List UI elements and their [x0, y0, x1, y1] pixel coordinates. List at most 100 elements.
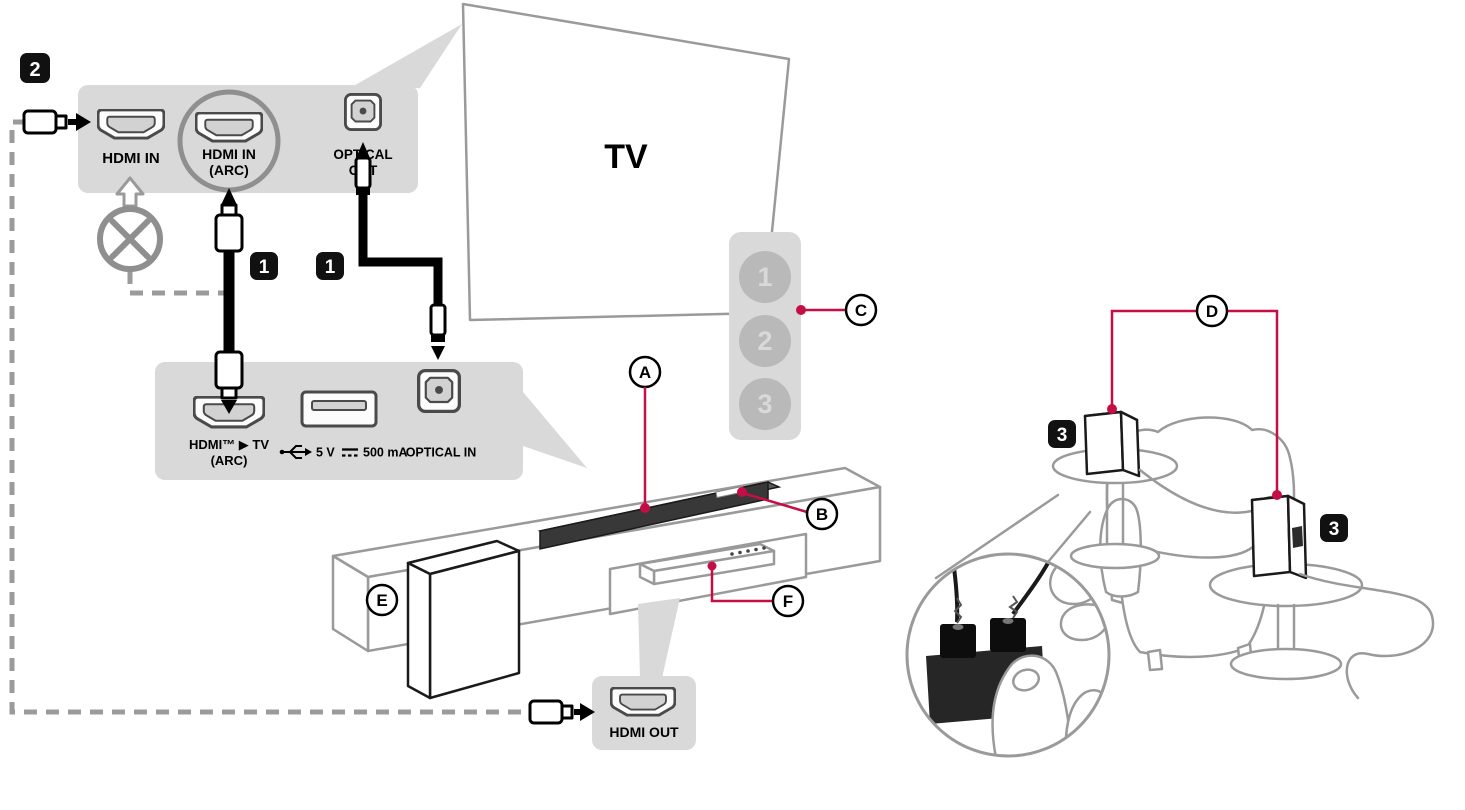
tv-button-2-number: 2	[757, 326, 772, 356]
callout-f-letter: F	[783, 592, 793, 611]
terminal-hole-left	[952, 624, 964, 630]
player-buttons	[730, 546, 766, 556]
speaker-wire-left	[948, 554, 960, 623]
optical-in-port-icon	[417, 369, 461, 413]
callout-b-dot	[737, 487, 747, 497]
callout-f-line	[710, 566, 772, 603]
magnifier-ring	[905, 552, 1111, 758]
side-table-right	[1208, 562, 1364, 681]
dashed-wrong-connection-cable	[127, 271, 224, 296]
callout-d-dot-left	[1107, 404, 1117, 414]
callout-c-letter: C	[855, 301, 867, 320]
step-3-badge	[1320, 514, 1348, 542]
arrow-right-icon	[76, 113, 91, 131]
optical-out-port-icon	[344, 93, 382, 131]
magnifier-cone-line	[1046, 510, 1092, 564]
arrow-up-icon	[356, 142, 370, 158]
callout-e-letter: E	[376, 591, 387, 610]
callout-f-group: F	[707, 561, 805, 618]
subwoofer-side	[406, 561, 432, 700]
usb-port-tongue	[311, 400, 367, 411]
tv-button-1	[739, 251, 791, 303]
arrow-right-icon	[580, 703, 595, 721]
usb-current-label: 500 mA	[363, 446, 407, 460]
step-1-badge-number: 1	[259, 257, 270, 278]
tv-button-2	[739, 315, 791, 367]
step-2-badge-number: 2	[29, 59, 40, 81]
hdmi-out-port-icon	[610, 687, 676, 717]
hdmi-in-label: HDMI IN	[102, 150, 160, 167]
step-2-badge	[20, 53, 50, 83]
player-side	[638, 562, 656, 586]
speaker-terminal-recess	[1292, 526, 1303, 548]
hdmi-plug-icon	[22, 109, 91, 135]
stand-side	[331, 554, 370, 653]
callout-d-line-left	[1110, 309, 1197, 405]
pinching-thumb	[1059, 603, 1109, 642]
dc-symbol-icon	[342, 448, 358, 457]
callout-d-letter: D	[1206, 302, 1218, 321]
hdmi-arc-tv-label-2: (ARC)	[211, 453, 248, 468]
hdmi-out-label: HDMI OUT	[609, 724, 679, 740]
bare-wire-twist-left	[953, 597, 963, 624]
tv-label: TV	[604, 138, 648, 176]
soundbar-panel-pointer	[523, 392, 587, 468]
fingernail	[1012, 668, 1040, 692]
hdmi-plug-icon	[528, 699, 595, 725]
speaker-side	[1119, 410, 1141, 478]
wrong-port-warning	[97, 176, 163, 272]
step-3-badge	[1048, 420, 1076, 448]
callout-d-group: D	[1107, 294, 1282, 500]
table-base	[1069, 542, 1161, 570]
callout-b-group: B	[737, 487, 839, 531]
step-1-badge	[250, 252, 278, 280]
dashed-hdmi-out-cable	[9, 119, 530, 715]
tv-button-1-number: 1	[757, 262, 772, 292]
speaker-front	[1083, 410, 1125, 476]
tv-rear-panel-pointer	[350, 24, 462, 88]
subwoofer-grille	[428, 549, 521, 700]
optical-cable: 1	[316, 142, 447, 360]
tv-rear-panel: HDMI IN HDMI IN (ARC) OPTICAL OUT	[78, 24, 462, 193]
step-2-connection: 2	[20, 53, 91, 135]
callout-d	[1195, 294, 1229, 328]
callout-f	[771, 584, 805, 618]
hdmi-in-arc-label-1: HDMI IN	[202, 146, 256, 162]
callout-b-letter: B	[816, 505, 828, 524]
chair-leg	[1146, 648, 1164, 672]
arrow-up-icon	[221, 188, 237, 205]
step-3-badge-number: 3	[1057, 425, 1068, 446]
hdmi-in-port-icon	[97, 109, 165, 140]
callout-a-letter: A	[639, 363, 651, 382]
hdmi-out-panel-pointer	[638, 598, 680, 678]
tv-side-buttons-panel: 1 2 3 C	[729, 232, 878, 440]
speaker-right: 3	[1250, 494, 1435, 700]
usb-trident-icon	[279, 445, 312, 459]
optical-plug-icon	[354, 156, 372, 190]
prohibition-icon	[97, 206, 163, 272]
callout-e	[365, 583, 399, 617]
subwoofer	[406, 539, 521, 700]
hdmi-arc-tv-label-1: HDMI™ ▶ TV	[189, 437, 269, 452]
terminal-hole-right	[1002, 618, 1014, 624]
arrow-down-icon	[431, 346, 445, 360]
tv-button-3	[739, 378, 791, 430]
magnifier	[905, 552, 1111, 758]
callout-e-group: E	[365, 583, 399, 617]
callout-a-group: A	[628, 355, 662, 513]
hdmi-in-arc-label-2: (ARC)	[209, 162, 249, 178]
hdmi-in-arc-port-icon	[195, 112, 263, 143]
tv-button-3-number: 3	[757, 389, 772, 419]
soundbar	[537, 481, 782, 550]
step-1-badge	[316, 252, 344, 280]
step-3-badge-number: 3	[1329, 519, 1340, 540]
table-base	[1229, 647, 1343, 681]
speaker-front	[1250, 494, 1292, 578]
callout-b	[805, 497, 839, 531]
arrow-down-icon	[221, 400, 237, 414]
callout-a-dot	[640, 503, 650, 513]
bare-wire-twist-right	[1008, 595, 1019, 619]
optical-plug-icon	[429, 303, 447, 337]
